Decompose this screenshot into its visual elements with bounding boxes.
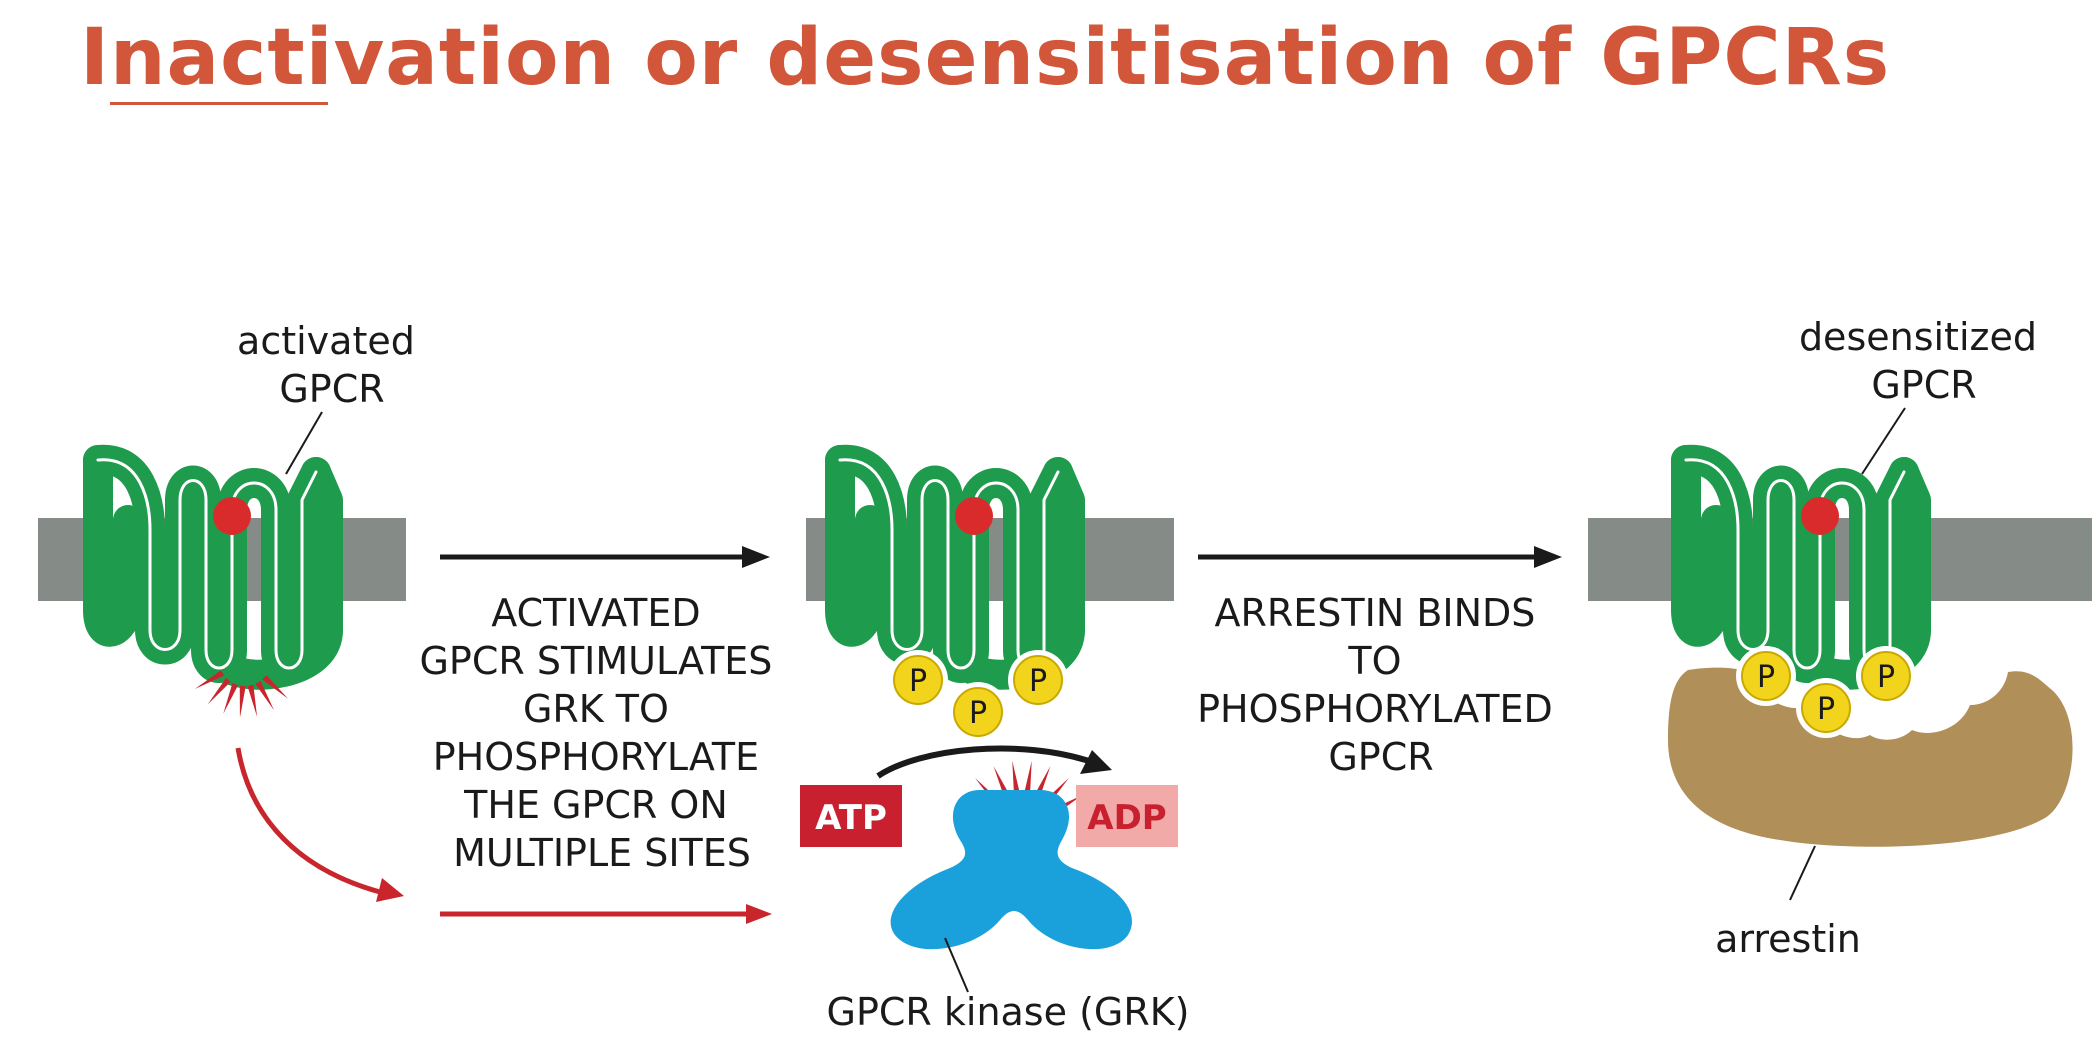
- phosphate-icon: [1861, 651, 1911, 701]
- atp-label: ATP: [815, 798, 887, 838]
- step-1-caption-line: PHOSPHORYLATE: [433, 735, 759, 779]
- spike: [207, 677, 231, 705]
- arrestin-label: arrestin: [1715, 917, 1861, 961]
- spike: [262, 675, 289, 699]
- atp-to-adp-arrowhead-icon: [1080, 750, 1112, 774]
- step-1-caption-line: THE GPCR ON: [463, 783, 728, 827]
- activated-gpcr-label: activated GPCR: [237, 319, 427, 411]
- step-1-caption-line: ACTIVATED: [491, 591, 700, 635]
- adp-box: [1076, 785, 1178, 847]
- desensitized-gpcr-label-line: GPCR: [1871, 363, 1976, 407]
- red-curved-arrowhead-icon: [376, 878, 404, 902]
- ligand-icon: [1801, 497, 1839, 535]
- phosphate-label: P: [1757, 660, 1775, 695]
- phosphate-icon: [953, 687, 1003, 737]
- grk-pointer-line: [944, 937, 969, 993]
- activated-pointer-line: [285, 411, 323, 475]
- step-2-caption-line: GPCR: [1328, 735, 1433, 779]
- phosphate-icon: [1801, 683, 1851, 733]
- step-1-caption-line: GRK TO: [523, 687, 669, 731]
- phosphate-label: P: [1029, 664, 1047, 699]
- phosphate-icon: [893, 655, 943, 705]
- phosphate-icon: [1013, 655, 1063, 705]
- slide-title: Inactivation or desensitisation of GPCRs: [80, 13, 1891, 103]
- phosphorylated-gpcr-receptor-icon: [825, 444, 1085, 690]
- desensitized-gpcr-receptor-icon: [1671, 444, 1931, 690]
- kinase-icon: [890, 790, 1132, 950]
- spike: [1024, 760, 1032, 795]
- receptor-band: [83, 445, 343, 690]
- receptor-inner-line: [1684, 458, 1906, 670]
- spike: [247, 684, 258, 717]
- desensitized-gpcr-label: desensitized GPCR: [1799, 315, 2049, 407]
- step-1-caption: ACTIVATED GPCR STIMULATES GRK TO PHOSPHO…: [419, 591, 784, 875]
- title-underline: [110, 102, 328, 105]
- red-curved-arrow-icon: [235, 747, 381, 895]
- step-1-caption-line: MULTIPLE SITES: [453, 831, 751, 875]
- activated-gpcr-label-line: GPCR: [279, 367, 384, 411]
- desensitized-pointer-line: [1861, 407, 1906, 475]
- desensitized-gpcr-label-line: desensitized: [1799, 315, 2037, 359]
- step-2-caption-line: ARRESTIN BINDS: [1214, 591, 1535, 635]
- step-2-caption: ARRESTIN BINDS TO PHOSPHORYLATED GPCR: [1197, 591, 1565, 779]
- adp-label: ADP: [1087, 798, 1166, 838]
- step-2-arrowhead-icon: [1534, 546, 1562, 568]
- phosphate-label: P: [969, 696, 987, 731]
- grk-label: GPCR kinase (GRK): [827, 990, 1190, 1034]
- receptor-inner-line: [96, 458, 318, 670]
- activation-spikes-icon: [194, 670, 289, 718]
- spike: [1012, 760, 1020, 795]
- phosphate-label: P: [909, 664, 927, 699]
- step-2-caption-line: PHOSPHORYLATED: [1197, 687, 1553, 731]
- membrane-3: [1588, 518, 2092, 601]
- atp-box: [800, 785, 902, 847]
- step-1-caption-line: GPCR STIMULATES: [419, 639, 772, 683]
- ligand-icon: [213, 497, 251, 535]
- phosphate-icon: [1741, 651, 1791, 701]
- red-straight-arrowhead-icon: [746, 904, 772, 924]
- spike: [239, 685, 246, 718]
- activated-gpcr-label-line: activated: [237, 319, 415, 363]
- spike: [255, 681, 274, 711]
- arrestin-icon: [1668, 667, 2073, 847]
- atp-to-adp-arrow-icon: [876, 745, 1093, 779]
- spike: [223, 682, 239, 714]
- spike: [194, 670, 224, 689]
- arrestin-pointer-line: [1789, 845, 1816, 901]
- receptor-inner-line: [838, 458, 1060, 670]
- step-2-caption-line: TO: [1347, 639, 1401, 683]
- activated-gpcr-receptor-icon: [83, 444, 343, 690]
- phosphate-label: P: [1877, 660, 1895, 695]
- phosphate-label: P: [1817, 692, 1835, 727]
- ligand-icon: [955, 497, 993, 535]
- step-1-arrowhead-icon: [742, 546, 770, 568]
- phosphate-group: P P P P P P: [888, 646, 1916, 742]
